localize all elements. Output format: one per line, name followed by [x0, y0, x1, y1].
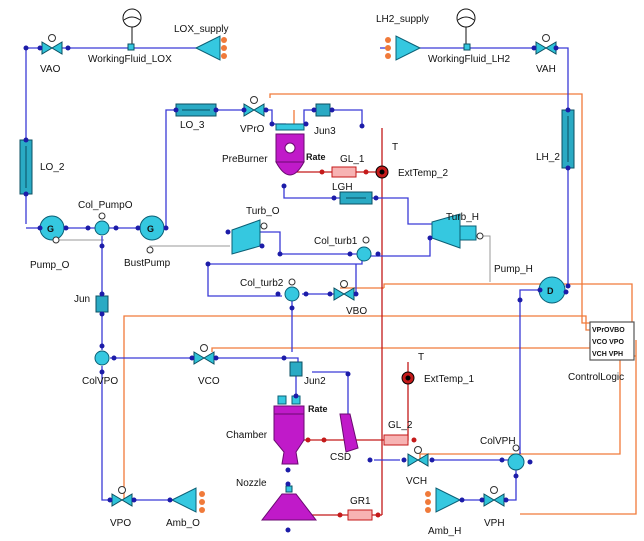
working-fluid-lox-label: WorkingFluid_LOX: [88, 54, 172, 65]
lo-2-label: LO_2: [40, 162, 65, 173]
collector-colvpo[interactable]: [94, 350, 110, 366]
valve-vpo[interactable]: [111, 486, 133, 507]
heat-connection-dots: [305, 169, 417, 518]
col-turb1-label: Col_turb1: [314, 236, 358, 247]
bustpump-label: BustPump: [124, 258, 171, 269]
jun2-label: Jun2: [304, 376, 326, 387]
vao-label: VAO: [40, 64, 61, 75]
control-logic-row-2: VCO VPO: [592, 339, 624, 346]
jun3-label: Jun3: [314, 126, 336, 137]
ambient-h[interactable]: [425, 487, 462, 513]
lh2-supply[interactable]: [385, 8, 476, 61]
bust-pump-symbol: G: [147, 224, 154, 234]
vpro-label: VPrO: [240, 124, 265, 135]
colvph-label: ColVPH: [480, 436, 516, 447]
ambient-o[interactable]: [170, 487, 205, 513]
pipe-lh-2[interactable]: [561, 109, 575, 169]
junction-jun3[interactable]: [315, 103, 331, 117]
preburner[interactable]: [275, 123, 305, 176]
vch-label: VCH: [406, 476, 427, 487]
pipe-lo-3[interactable]: [175, 103, 217, 117]
junction-jun2[interactable]: [289, 361, 303, 377]
pump-h-label: Pump_H: [494, 264, 533, 275]
lox-supply[interactable]: [122, 8, 227, 61]
control-logic-block[interactable]: VPrOVBO VCO VPO VCH VPH: [589, 321, 635, 361]
t2-label: T: [418, 352, 424, 363]
working-fluid-lox-node[interactable]: [127, 43, 135, 51]
vbo-label: VBO: [346, 306, 367, 317]
chamber-label: Chamber: [226, 430, 268, 441]
control-logic-row-1: VPrOVBO: [592, 327, 625, 334]
heat-link-gl-1[interactable]: [331, 166, 357, 178]
working-fluid-lh2-label: WorkingFluid_LH2: [428, 54, 511, 65]
t1-label: T: [392, 142, 398, 153]
turb-o-label: Turb_O: [246, 206, 280, 217]
pump-h-symbol: D: [547, 286, 554, 296]
colvpo-label: ColVPO: [82, 376, 118, 387]
pump-o-symbol: G: [47, 224, 54, 234]
control-logic-label: ControlLogic: [568, 372, 624, 383]
vph-label: VPH: [484, 518, 505, 529]
junction-jun[interactable]: [95, 295, 109, 313]
vco-label: VCO: [198, 376, 220, 387]
valve-vbo[interactable]: [333, 280, 355, 301]
lgh-label: LGH: [332, 182, 353, 193]
heat-link-gl-2[interactable]: [383, 434, 409, 446]
gl-1-label: GL_1: [340, 154, 365, 165]
valve-vph[interactable]: [483, 486, 505, 507]
jun-label: Jun: [74, 294, 90, 305]
turbine-h[interactable]: [431, 213, 484, 249]
chamber-rate-label: Rate: [308, 404, 328, 414]
valve-vao[interactable]: [41, 34, 63, 55]
col-turb2-label: Col_turb2: [240, 278, 284, 289]
nozzle-label: Nozzle: [236, 478, 267, 489]
collector-col-turb2[interactable]: [284, 278, 300, 302]
lh-2-label: LH_2: [536, 152, 560, 163]
pump-o-label: Pump_O: [30, 260, 70, 271]
lh2-supply-label: LH2_supply: [376, 14, 429, 25]
ext-temp-1[interactable]: [401, 371, 415, 385]
shaft-lines: [56, 235, 491, 282]
amb-o-label: Amb_O: [166, 518, 200, 529]
lox-supply-label: LOX_supply: [174, 24, 228, 35]
valve-vah[interactable]: [535, 34, 557, 55]
collector-col-pumpo[interactable]: [94, 212, 110, 236]
collector-colvph[interactable]: [507, 444, 525, 471]
pump-o[interactable]: G: [39, 215, 65, 244]
pipe-lo-2[interactable]: [19, 139, 33, 195]
working-fluid-lh2-node[interactable]: [463, 43, 471, 51]
valve-vpro[interactable]: [243, 96, 265, 117]
lo-3-label: LO_3: [180, 120, 205, 131]
control-logic-row-3: VCH VPH: [592, 351, 623, 358]
valve-vco[interactable]: [193, 344, 215, 365]
preburner-label: PreBurner: [222, 154, 268, 165]
ext-temp-2[interactable]: [375, 165, 389, 179]
vpo-label: VPO: [110, 518, 131, 529]
gr1-label: GR1: [350, 496, 371, 507]
connection-dots: [23, 45, 571, 533]
vah-label: VAH: [536, 64, 556, 75]
amb-h-label: Amb_H: [428, 526, 461, 537]
pipe-lgh[interactable]: [339, 191, 373, 205]
collector-col-turb1[interactable]: [356, 236, 372, 262]
valve-vch[interactable]: [407, 446, 429, 467]
col-pumpo-label: Col_PumpO: [78, 200, 133, 211]
gl-2-label: GL_2: [388, 420, 413, 431]
exttemp-1-label: ExtTemp_1: [424, 374, 474, 385]
turb-h-label: Turb_H: [446, 212, 479, 223]
csd-block[interactable]: [339, 413, 359, 453]
preburner-rate-label: Rate: [306, 152, 326, 162]
heat-link-gr1[interactable]: [347, 509, 373, 521]
turbine-o[interactable]: [231, 219, 268, 255]
combustion-chamber[interactable]: [273, 395, 305, 465]
exttemp-2-label: ExtTemp_2: [398, 168, 448, 179]
pump-h[interactable]: D: [538, 276, 566, 304]
bust-pump[interactable]: G: [139, 215, 165, 254]
nozzle[interactable]: [260, 485, 318, 521]
csd-label: CSD: [330, 452, 351, 463]
